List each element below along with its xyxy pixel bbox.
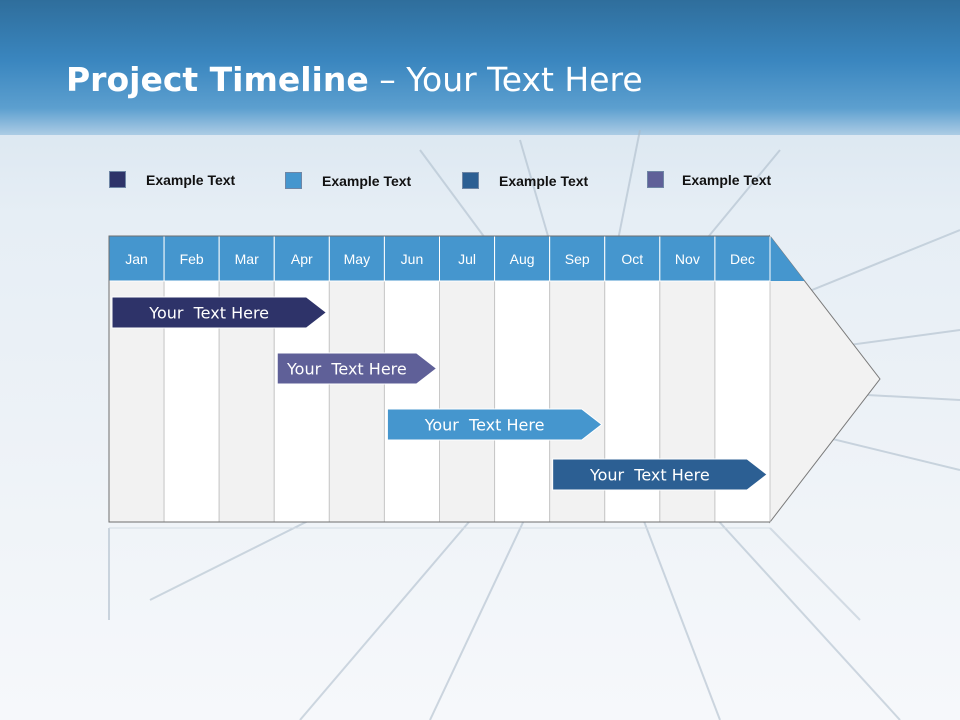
month-column xyxy=(383,280,440,523)
month-header-cell xyxy=(108,235,165,282)
month-header-cell xyxy=(383,235,440,282)
arrow-tip-header xyxy=(770,236,805,281)
month-column xyxy=(439,280,496,523)
month-label: Nov xyxy=(675,251,700,267)
title-rest: – Your Text Here xyxy=(368,60,643,99)
grid-frame xyxy=(108,235,770,523)
month-header-cell xyxy=(439,235,496,282)
legend-swatch-4 xyxy=(647,171,664,188)
month-header-cell xyxy=(714,235,771,282)
month-column xyxy=(328,280,385,523)
task-bar-label: Your Text Here xyxy=(589,466,710,485)
task-bar xyxy=(111,296,328,329)
legend-label-4: Example Text xyxy=(682,172,772,188)
month-label: May xyxy=(344,251,370,267)
legend-swatch-3 xyxy=(462,172,479,189)
month-label: Oct xyxy=(621,251,643,267)
month-label: Jun xyxy=(401,251,424,267)
task-bar xyxy=(386,408,603,441)
legend-label-1: Example Text xyxy=(146,172,236,188)
header-band xyxy=(0,0,960,135)
month-label: Apr xyxy=(291,251,313,267)
legend-swatch-1 xyxy=(109,171,126,188)
title-bold: Project Timeline xyxy=(66,60,369,99)
legend-label-2: Example Text xyxy=(322,173,412,189)
month-header-cell xyxy=(163,235,220,282)
reflection-line xyxy=(769,527,861,621)
month-label: Jan xyxy=(125,251,148,267)
month-label: Aug xyxy=(510,251,535,267)
month-header-cell xyxy=(273,235,330,282)
legend-label-3: Example Text xyxy=(499,173,589,189)
month-header-cell xyxy=(604,235,661,282)
task-bar xyxy=(552,458,768,491)
month-header-cell xyxy=(549,235,606,282)
month-label: Sep xyxy=(565,251,590,267)
month-label: Mar xyxy=(235,251,259,267)
legend-swatch-2 xyxy=(285,172,302,189)
task-bar-label: Your Text Here xyxy=(424,416,545,435)
month-label: Dec xyxy=(730,251,755,267)
month-label: Feb xyxy=(180,251,204,267)
month-header-cell xyxy=(494,235,551,282)
page-title: Project Timeline – Your Text Here xyxy=(66,58,643,102)
month-column xyxy=(494,280,551,523)
month-label: Jul xyxy=(458,251,476,267)
task-bar-label: Your Text Here xyxy=(286,360,407,379)
task-bar xyxy=(276,352,438,385)
task-bar-label: Your Text Here xyxy=(148,304,269,323)
